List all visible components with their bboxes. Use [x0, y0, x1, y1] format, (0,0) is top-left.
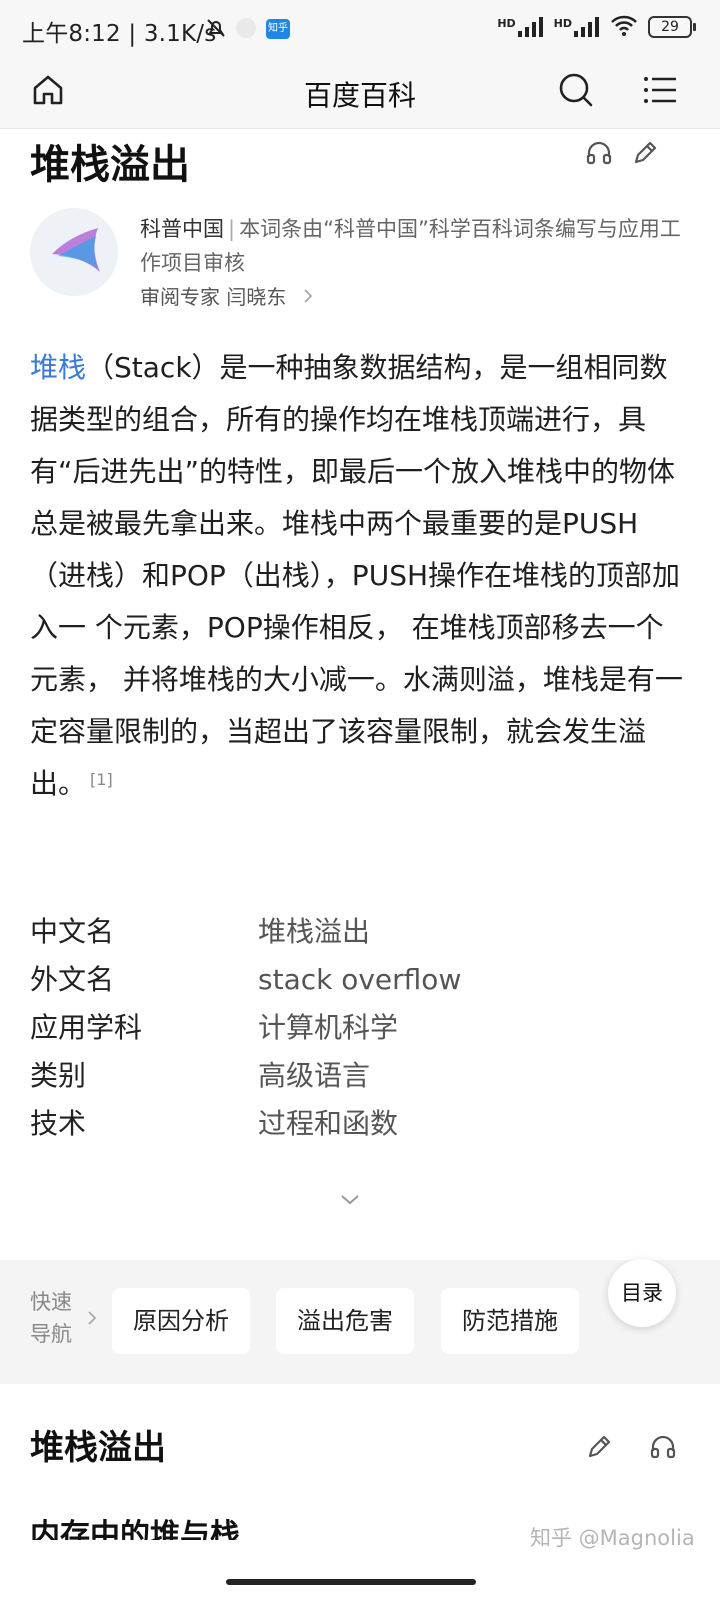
home-indicator[interactable]: [226, 1579, 476, 1585]
status-bar: 上午8:12 | 3.1K/s 知乎 HD HD 29: [0, 0, 720, 56]
app-notification-icon: [236, 18, 256, 38]
info-key: 类别: [30, 1059, 87, 1092]
info-value: 计算机科学: [258, 1011, 399, 1044]
reviewer-text: 审阅专家 闫晓东: [140, 285, 287, 309]
chevron-right-icon: [304, 289, 312, 303]
source-separator: |: [228, 217, 236, 241]
info-value: 堆栈溢出: [258, 915, 371, 948]
info-value: 高级语言: [258, 1059, 371, 1092]
kepu-logo: [30, 208, 118, 296]
chevron-right-icon: [88, 1311, 97, 1325]
quick-nav-label: 快速导航: [30, 1290, 72, 1346]
section-title: 堆栈溢出: [30, 1428, 166, 1468]
info-row: 应用学科 计算机科学: [30, 1004, 690, 1052]
menu-icon: [644, 77, 676, 103]
expand-infobox-button[interactable]: [338, 1192, 362, 1212]
search-button[interactable]: [554, 68, 598, 112]
app-title: 百度百科: [303, 79, 416, 112]
quick-nav-cause[interactable]: 原因分析: [112, 1288, 250, 1354]
menu-button[interactable]: [638, 68, 682, 112]
zhihu-badge: 知乎: [266, 19, 290, 39]
citation-link[interactable]: [1]: [90, 770, 113, 789]
info-key: 中文名: [30, 915, 115, 948]
quick-nav-harm[interactable]: 溢出危害: [276, 1288, 414, 1354]
battery-icon: 29: [648, 16, 696, 38]
search-icon: [559, 73, 593, 107]
edit-button[interactable]: [628, 136, 662, 170]
info-value: 过程和函数: [258, 1107, 399, 1140]
info-key: 应用学科: [30, 1011, 143, 1044]
chevron-down-icon: [341, 1195, 359, 1205]
listen-button[interactable]: [582, 136, 616, 170]
info-row: 外文名 stack overflow: [30, 956, 690, 1004]
status-time: 上午8:12 | 3.1K/s: [22, 21, 217, 47]
subsection-title: 内存中的堆与栈: [30, 1518, 240, 1540]
home-button[interactable]: [26, 68, 70, 112]
info-row: 类别 高级语言: [30, 1052, 690, 1100]
pencil-icon: [634, 141, 657, 164]
headphones-icon: [650, 1435, 676, 1459]
info-key: 外文名: [30, 963, 115, 996]
source-description: 本词条由“科普中国”科学百科词条编写与应用工作项目审核: [140, 217, 681, 275]
status-icons: HD HD 29: [497, 14, 696, 40]
home-icon: [33, 75, 63, 105]
signal-icon-2: HD: [554, 17, 600, 37]
infobox: 中文名 堆栈溢出 外文名 stack overflow 应用学科 计算机科学 类别 高级…: [30, 908, 690, 1148]
intro-text: （Stack）是一种抽象数据结构，是一组相同数据类型的组合，所有的操作均在堆栈顶…: [30, 351, 683, 800]
wifi-icon: [610, 14, 638, 40]
info-key: 技术: [30, 1107, 87, 1140]
article-title: 堆栈溢出: [30, 142, 190, 188]
stack-link[interactable]: 堆栈: [30, 351, 87, 384]
quick-nav: 快速导航 原因分析 溢出危害 防范措施: [0, 1260, 720, 1384]
section-edit-button[interactable]: [582, 1430, 616, 1464]
toc-button[interactable]: 目录: [608, 1259, 676, 1327]
reviewer-link[interactable]: 审阅专家 闫晓东: [140, 280, 690, 314]
info-row: 中文名 堆栈溢出: [30, 908, 690, 956]
quick-nav-prevention[interactable]: 防范措施: [441, 1288, 579, 1354]
mute-bell-icon: [204, 16, 228, 44]
info-value: stack overflow: [258, 963, 462, 996]
section-listen-button[interactable]: [646, 1430, 680, 1464]
source-name[interactable]: 科普中国: [140, 217, 224, 241]
pencil-icon: [588, 1435, 611, 1458]
info-row: 技术 过程和函数: [30, 1100, 690, 1148]
source-text: 科普中国|本词条由“科普中国”科学百科词条编写与应用工作项目审核 审阅专家 闫晓…: [140, 212, 690, 314]
watermark: 知乎 @Magnolia: [530, 1526, 695, 1550]
app-bar: 百度百科: [0, 56, 720, 129]
signal-icon-1: HD: [497, 17, 543, 37]
intro-paragraph: 堆栈（Stack）是一种抽象数据结构，是一组相同数据类型的组合，所有的操作均在堆…: [30, 342, 690, 810]
headphones-icon: [586, 141, 612, 165]
